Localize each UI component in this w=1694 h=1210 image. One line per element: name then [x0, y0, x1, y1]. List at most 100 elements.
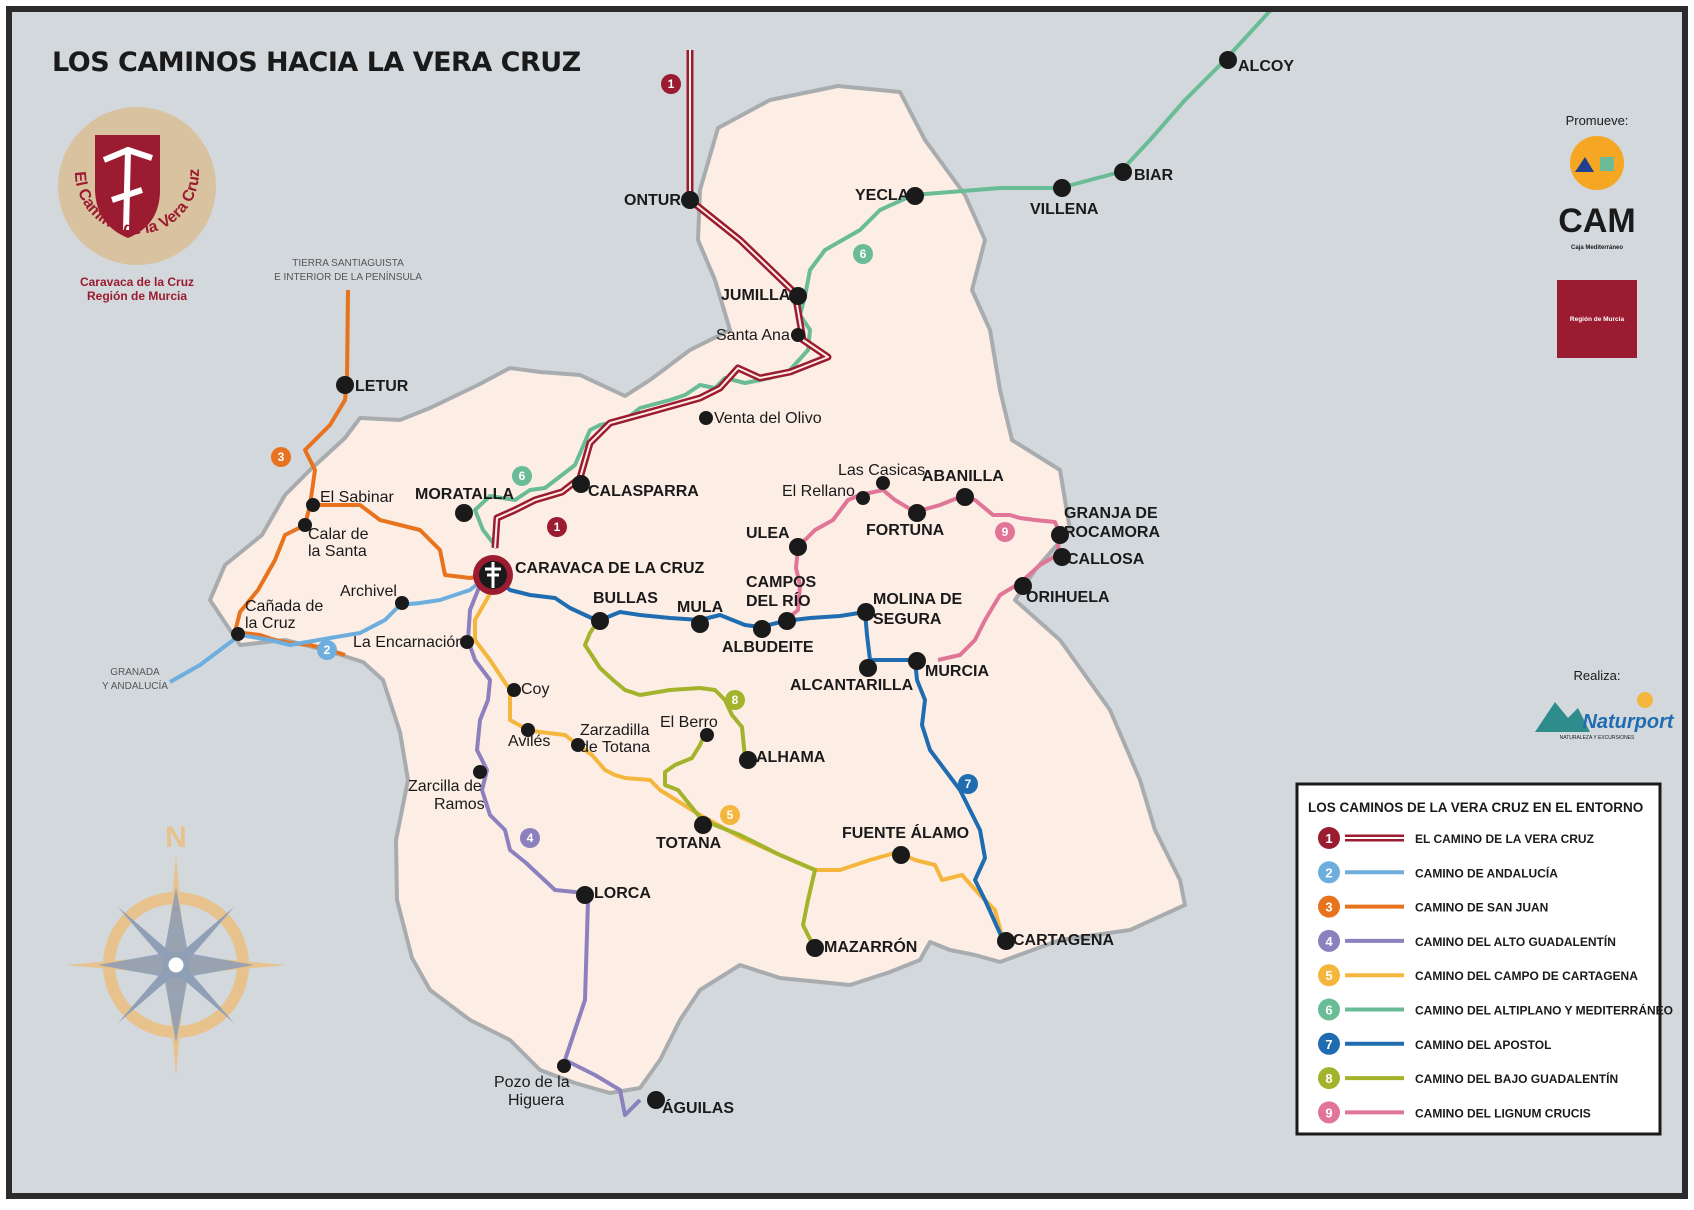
- label-venta-del-olivo: Venta del Olivo: [714, 410, 822, 427]
- label-aguilas: ÁGUILAS: [662, 1098, 734, 1117]
- label-callosa: CALLOSA: [1067, 551, 1145, 568]
- label-villena: VILLENA: [1030, 201, 1099, 218]
- region-murcia-logo-icon: [1557, 280, 1637, 358]
- cam-sub-label: Caja Mediterráneo: [1571, 245, 1623, 251]
- legend-number-3: 3: [1325, 900, 1332, 915]
- naturport-sub-label: NATURALEZA Y EXCURSIONES: [1560, 735, 1635, 741]
- label-calar-1: Calar de: [308, 526, 369, 543]
- label-coy: Coy: [521, 681, 549, 698]
- label-calar-2: la Santa: [308, 543, 367, 560]
- label-mazarron: MAZARRÓN: [824, 937, 917, 956]
- route-8-south: [663, 732, 817, 946]
- svg-text:1: 1: [668, 77, 675, 91]
- badge-5: 5: [720, 805, 740, 825]
- legend: LOS CAMINOS DE LA VERA CRUZ EN EL ENTORN…: [1295, 782, 1673, 1136]
- badge-7: 7: [958, 774, 978, 794]
- label-cartagena: CARTAGENA: [1013, 932, 1114, 949]
- label-caravaca: CARAVACA DE LA CRUZ: [515, 560, 705, 577]
- compass-rose-icon: N: [66, 821, 286, 1075]
- label-santa-ana: Santa Ana: [716, 327, 790, 344]
- svg-text:6: 6: [519, 469, 526, 483]
- badge-3: 3: [271, 447, 291, 467]
- label-jumilla: JUMILLA: [721, 287, 791, 304]
- legend-number-7: 7: [1325, 1037, 1332, 1052]
- label-alcoy: ALCOY: [1238, 58, 1294, 75]
- legend-badge-6: [1318, 998, 1340, 1021]
- label-zarcilla-1: Zarcilla de: [408, 778, 482, 795]
- legend-label-2: CAMINO DE ANDALUCÍA: [1415, 865, 1558, 880]
- label-lorca: LORCA: [594, 885, 651, 902]
- label-moratalla: MORATALLA: [415, 486, 514, 503]
- direction-notes: TIERRA SANTIAGUISTA E INTERIOR DE LA PEN…: [102, 258, 422, 692]
- sponsor-panel: Promueve: CAM Caja Mediterráneo Región d…: [1535, 113, 1675, 741]
- label-fortuna: FORTUNA: [866, 522, 945, 539]
- svg-text:9: 9: [1002, 525, 1009, 539]
- badge-1-south: 1: [547, 517, 567, 537]
- route-9-line: [783, 488, 1062, 662]
- route-3-east: [313, 503, 491, 580]
- legend-box: [1295, 782, 1662, 1136]
- label-zarzadilla-2: de Totana: [580, 739, 650, 756]
- vera-cruz-logo: El Camino de la Vera Cruz Caravaca de la…: [58, 107, 216, 303]
- legend-badge-5: [1318, 964, 1340, 987]
- label-molina-2: SEGURA: [873, 611, 942, 628]
- logo-subtitle-2: Región de Murcia: [87, 289, 187, 303]
- label-calasparra: CALASPARRA: [588, 483, 699, 500]
- town-dots: [231, 51, 1237, 1109]
- legend-label-8: CAMINO DEL BAJO GUADALENTÍN: [1415, 1071, 1618, 1086]
- legend-badge-8: [1318, 1067, 1340, 1090]
- label-interior-peninsula: E INTERIOR DE LA PENÍNSULA: [274, 270, 422, 283]
- label-las-casicas: Las Casicas: [838, 462, 925, 479]
- svg-text:1: 1: [554, 520, 561, 534]
- legend-title: LOS CAMINOS DE LA VERA CRUZ EN EL ENTORN…: [1308, 800, 1643, 815]
- route-5-line: [473, 584, 1005, 941]
- label-el-sabinar: El Sabinar: [320, 489, 394, 506]
- label-aviles: Avilés: [508, 733, 550, 750]
- label-la-encarnacion: La Encarnación: [353, 634, 464, 651]
- legend-label-1: EL CAMINO DE LA VERA CRUZ: [1415, 832, 1594, 846]
- caravaca-cross-icon: [473, 555, 513, 595]
- svg-text:8: 8: [732, 693, 739, 707]
- compass-north-label: N: [165, 821, 187, 854]
- label-canada-2: la Cruz: [245, 615, 296, 632]
- legend-badge-4: [1318, 929, 1340, 952]
- legend-label-5: CAMINO DEL CAMPO DE CARTAGENA: [1415, 969, 1638, 983]
- label-el-berro: El Berro: [660, 714, 718, 731]
- cam-logo-icon: [1570, 136, 1624, 190]
- badge-1-north: 1: [661, 74, 681, 94]
- naturport-label: Naturport: [1582, 711, 1674, 733]
- label-granada: GRANADA: [110, 667, 160, 678]
- cam-label: CAM: [1558, 202, 1635, 240]
- legend-label-6: CAMINO DEL ALTIPLANO Y MEDITERRÁNEO: [1415, 1003, 1673, 1018]
- legend-label-9: CAMINO DEL LIGNUM CRUCIS: [1415, 1106, 1591, 1120]
- label-granja-2: ROCAMORA: [1064, 524, 1160, 541]
- svg-text:2: 2: [324, 643, 331, 657]
- badge-6-west: 6: [512, 466, 532, 486]
- legend-label-4: CAMINO DEL ALTO GUADALENTÍN: [1415, 934, 1616, 949]
- legend-badge-9: [1318, 1101, 1340, 1124]
- label-andalucia: Y ANDALUCÍA: [102, 679, 168, 692]
- svg-text:7: 7: [965, 777, 972, 791]
- label-biar: BIAR: [1134, 167, 1174, 184]
- label-ulea: ULEA: [746, 525, 790, 542]
- label-tierra-santiaguista: TIERRA SANTIAGUISTA: [292, 258, 404, 269]
- place-labels: ALCOY BIAR VILLENA YECLA ONTUR JUMILLA S…: [245, 58, 1294, 1117]
- label-bullas: BULLAS: [593, 590, 658, 607]
- svg-text:6: 6: [860, 247, 867, 261]
- label-murcia: MURCIA: [925, 663, 989, 680]
- svg-text:4: 4: [527, 831, 534, 845]
- label-abanilla: ABANILLA: [922, 468, 1004, 485]
- label-granja-1: GRANJA DE: [1064, 505, 1158, 522]
- svg-text:3: 3: [278, 450, 285, 464]
- legend-number-1: 1: [1325, 831, 1332, 846]
- label-el-rellano: El Rellano: [782, 483, 855, 500]
- badge-6-north: 6: [853, 244, 873, 264]
